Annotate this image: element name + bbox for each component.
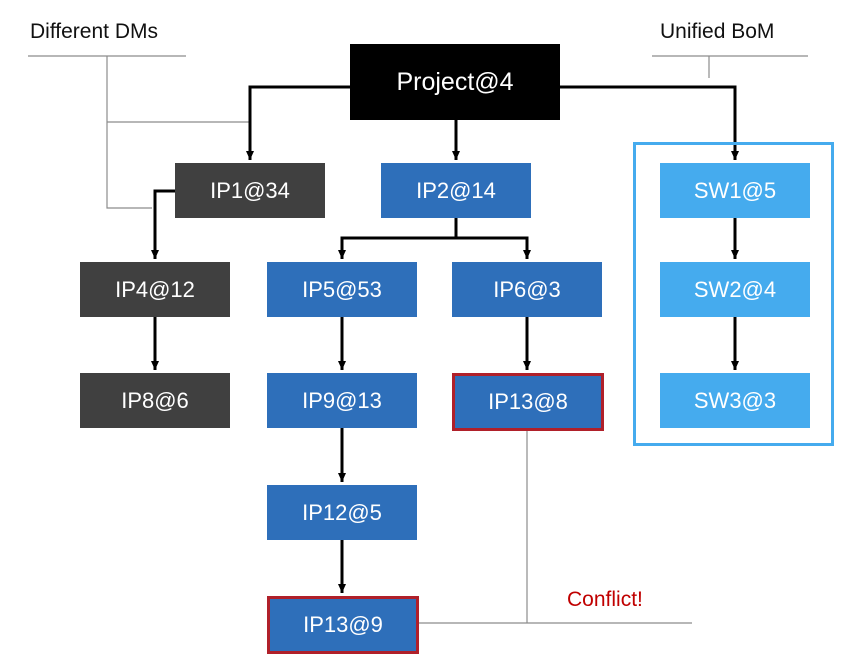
annotation-lines (28, 55, 808, 624)
node-project: Project@4 (350, 44, 560, 120)
node-ip13-v8-label: IP13@8 (488, 389, 568, 414)
node-ip8-label: IP8@6 (121, 387, 189, 413)
node-ip2: IP2@14 (381, 163, 531, 218)
node-ip1: IP1@34 (175, 163, 325, 218)
unified-bom-group (633, 142, 834, 446)
node-project-label: Project@4 (396, 67, 514, 96)
edge-project-to-ip1 (246, 85, 350, 160)
edge-ip2-to-ip6 (456, 236, 531, 259)
node-ip13-v8: IP13@8 (452, 373, 604, 431)
node-ip6-label: IP6@3 (493, 276, 561, 302)
node-ip13-v9: IP13@9 (267, 596, 419, 654)
node-ip6: IP6@3 (452, 262, 602, 317)
node-ip1-label: IP1@34 (210, 177, 290, 203)
conflict-label: Conflict! (567, 588, 643, 611)
node-ip8: IP8@6 (80, 373, 230, 428)
node-ip12-label: IP12@5 (302, 499, 382, 525)
node-sw3: SW3@3 (660, 373, 810, 428)
conflict-connector (419, 431, 692, 624)
edge-ip2-to-ip5 (338, 218, 458, 259)
node-ip4: IP4@12 (80, 262, 230, 317)
node-sw3-label: SW3@3 (693, 387, 777, 413)
node-ip4-label: IP4@12 (115, 276, 195, 302)
unified-bom-label: Unified BoM (660, 20, 775, 43)
node-ip9: IP9@13 (267, 373, 417, 428)
edge-project-to-sw1 (560, 85, 739, 160)
edges (151, 85, 739, 593)
node-sw1-label: SW1@5 (693, 177, 777, 203)
different-dms-bracket (106, 56, 250, 209)
different-dms-label: Different DMs (30, 20, 158, 43)
node-ip5-label: IP5@53 (302, 276, 382, 302)
node-ip12: IP12@5 (267, 485, 417, 540)
node-sw2: SW2@4 (660, 262, 810, 317)
node-ip9-label: IP9@13 (302, 387, 382, 413)
node-ip13-v9-label: IP13@9 (303, 612, 383, 637)
edge-ip1-to-ip4 (151, 189, 175, 259)
node-ip2-label: IP2@14 (416, 177, 496, 203)
node-sw1: SW1@5 (660, 163, 810, 218)
node-sw2-label: SW2@4 (693, 276, 777, 302)
node-ip5: IP5@53 (267, 262, 417, 317)
